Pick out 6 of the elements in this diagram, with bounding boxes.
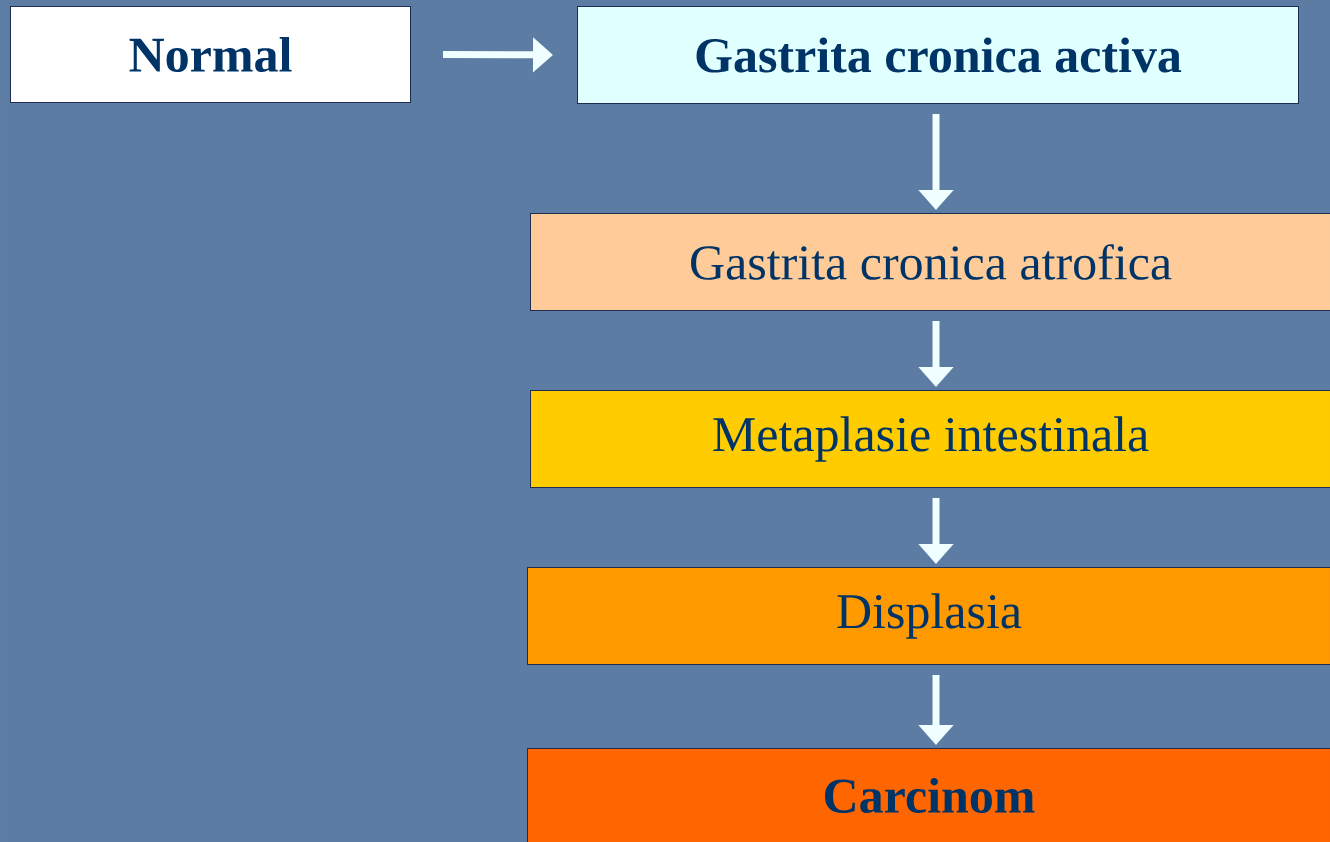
stage-box: Normal bbox=[10, 6, 411, 103]
stage-box: Displasia bbox=[527, 567, 1330, 665]
stage-box: Metaplasie intestinala bbox=[530, 390, 1330, 488]
stage-box: Gastrita cronica activa bbox=[577, 6, 1299, 104]
stage-box: Carcinom bbox=[527, 748, 1330, 842]
stage-box: Gastrita cronica atrofica bbox=[530, 213, 1330, 311]
